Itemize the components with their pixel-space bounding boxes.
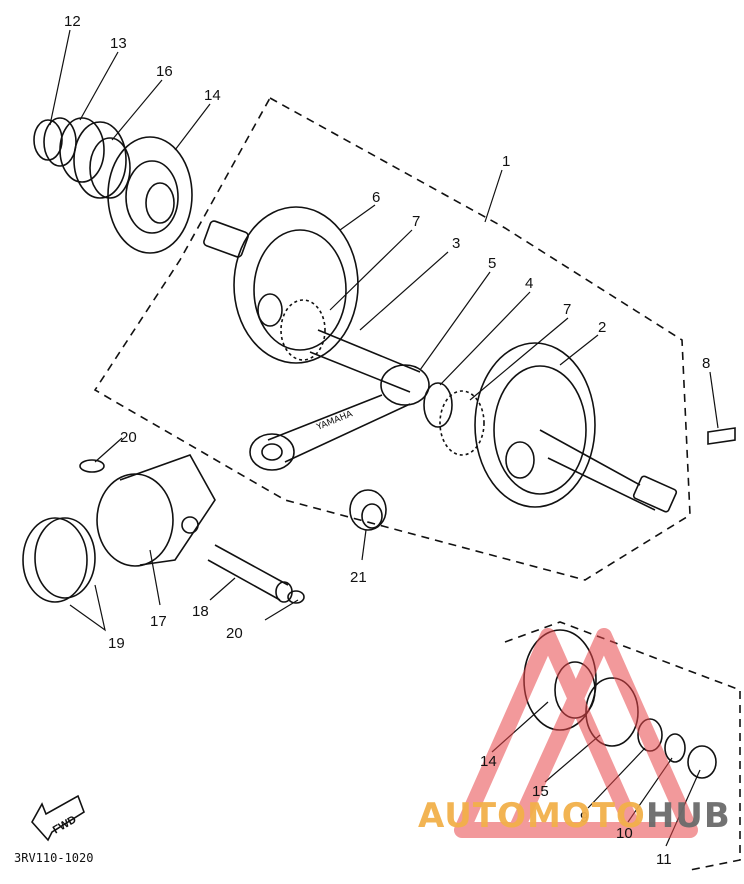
callout-15: 15 xyxy=(532,783,549,800)
diagram-code: 3RV110-1020 xyxy=(14,851,93,865)
callout-12: 12 xyxy=(64,13,81,30)
needle-bearing xyxy=(423,382,485,456)
bearing-group-outline xyxy=(504,621,741,871)
connecting-rod: YAMAHA xyxy=(249,364,430,471)
callout-18: 18 xyxy=(192,603,209,620)
fwd-arrow-icon xyxy=(31,794,85,842)
callout-13: 13 xyxy=(110,35,127,52)
callout-10: 10 xyxy=(616,825,633,842)
piston xyxy=(96,454,216,567)
callout-14-top: 14 xyxy=(204,87,221,104)
crank-web-left xyxy=(203,206,359,364)
callout-4: 4 xyxy=(525,275,533,292)
callout-17: 17 xyxy=(150,613,167,630)
watermark-text: AUTOMOTOHUB xyxy=(418,796,738,836)
callout-1: 1 xyxy=(502,153,510,170)
callout-7-left: 7 xyxy=(412,213,420,230)
callout-8: 8 xyxy=(702,355,710,372)
watermark-logo-icon xyxy=(454,628,698,838)
callout-20-top: 20 xyxy=(120,429,137,446)
circlip-lower xyxy=(287,590,305,604)
circlip-upper xyxy=(79,459,105,473)
fwd-label: FWD xyxy=(51,814,79,837)
callout-11: 11 xyxy=(656,851,672,868)
callout-5: 5 xyxy=(488,255,496,272)
callout-9: 9 xyxy=(580,809,588,826)
crank-web-right xyxy=(474,342,678,513)
callout-3: 3 xyxy=(452,235,460,252)
watermark-part-b: HUB xyxy=(645,796,731,836)
woodruff-key xyxy=(707,427,736,445)
piston-rings xyxy=(22,517,96,603)
left-bearing-stack xyxy=(33,117,193,254)
callouts: 12 13 16 14 1 6 7 3 5 4 7 2 8 20 21 17 1… xyxy=(64,13,710,868)
callout-19: 19 xyxy=(108,635,125,652)
callout-16: 16 xyxy=(156,63,173,80)
leader-lines xyxy=(49,29,719,847)
callout-14-bottom: 14 xyxy=(480,753,497,770)
watermark-part-a: AUTOMOTO xyxy=(418,796,646,836)
callout-2: 2 xyxy=(598,319,606,336)
small-end-bearing xyxy=(349,489,387,531)
callout-21: 21 xyxy=(350,569,367,586)
crank-assembly-outline xyxy=(93,96,691,581)
piston-pin xyxy=(207,544,289,601)
callout-6: 6 xyxy=(372,189,380,206)
callout-7-right: 7 xyxy=(563,301,571,318)
svg-text:YAMAHA: YAMAHA xyxy=(314,409,355,433)
callout-20-bottom: 20 xyxy=(226,625,243,642)
